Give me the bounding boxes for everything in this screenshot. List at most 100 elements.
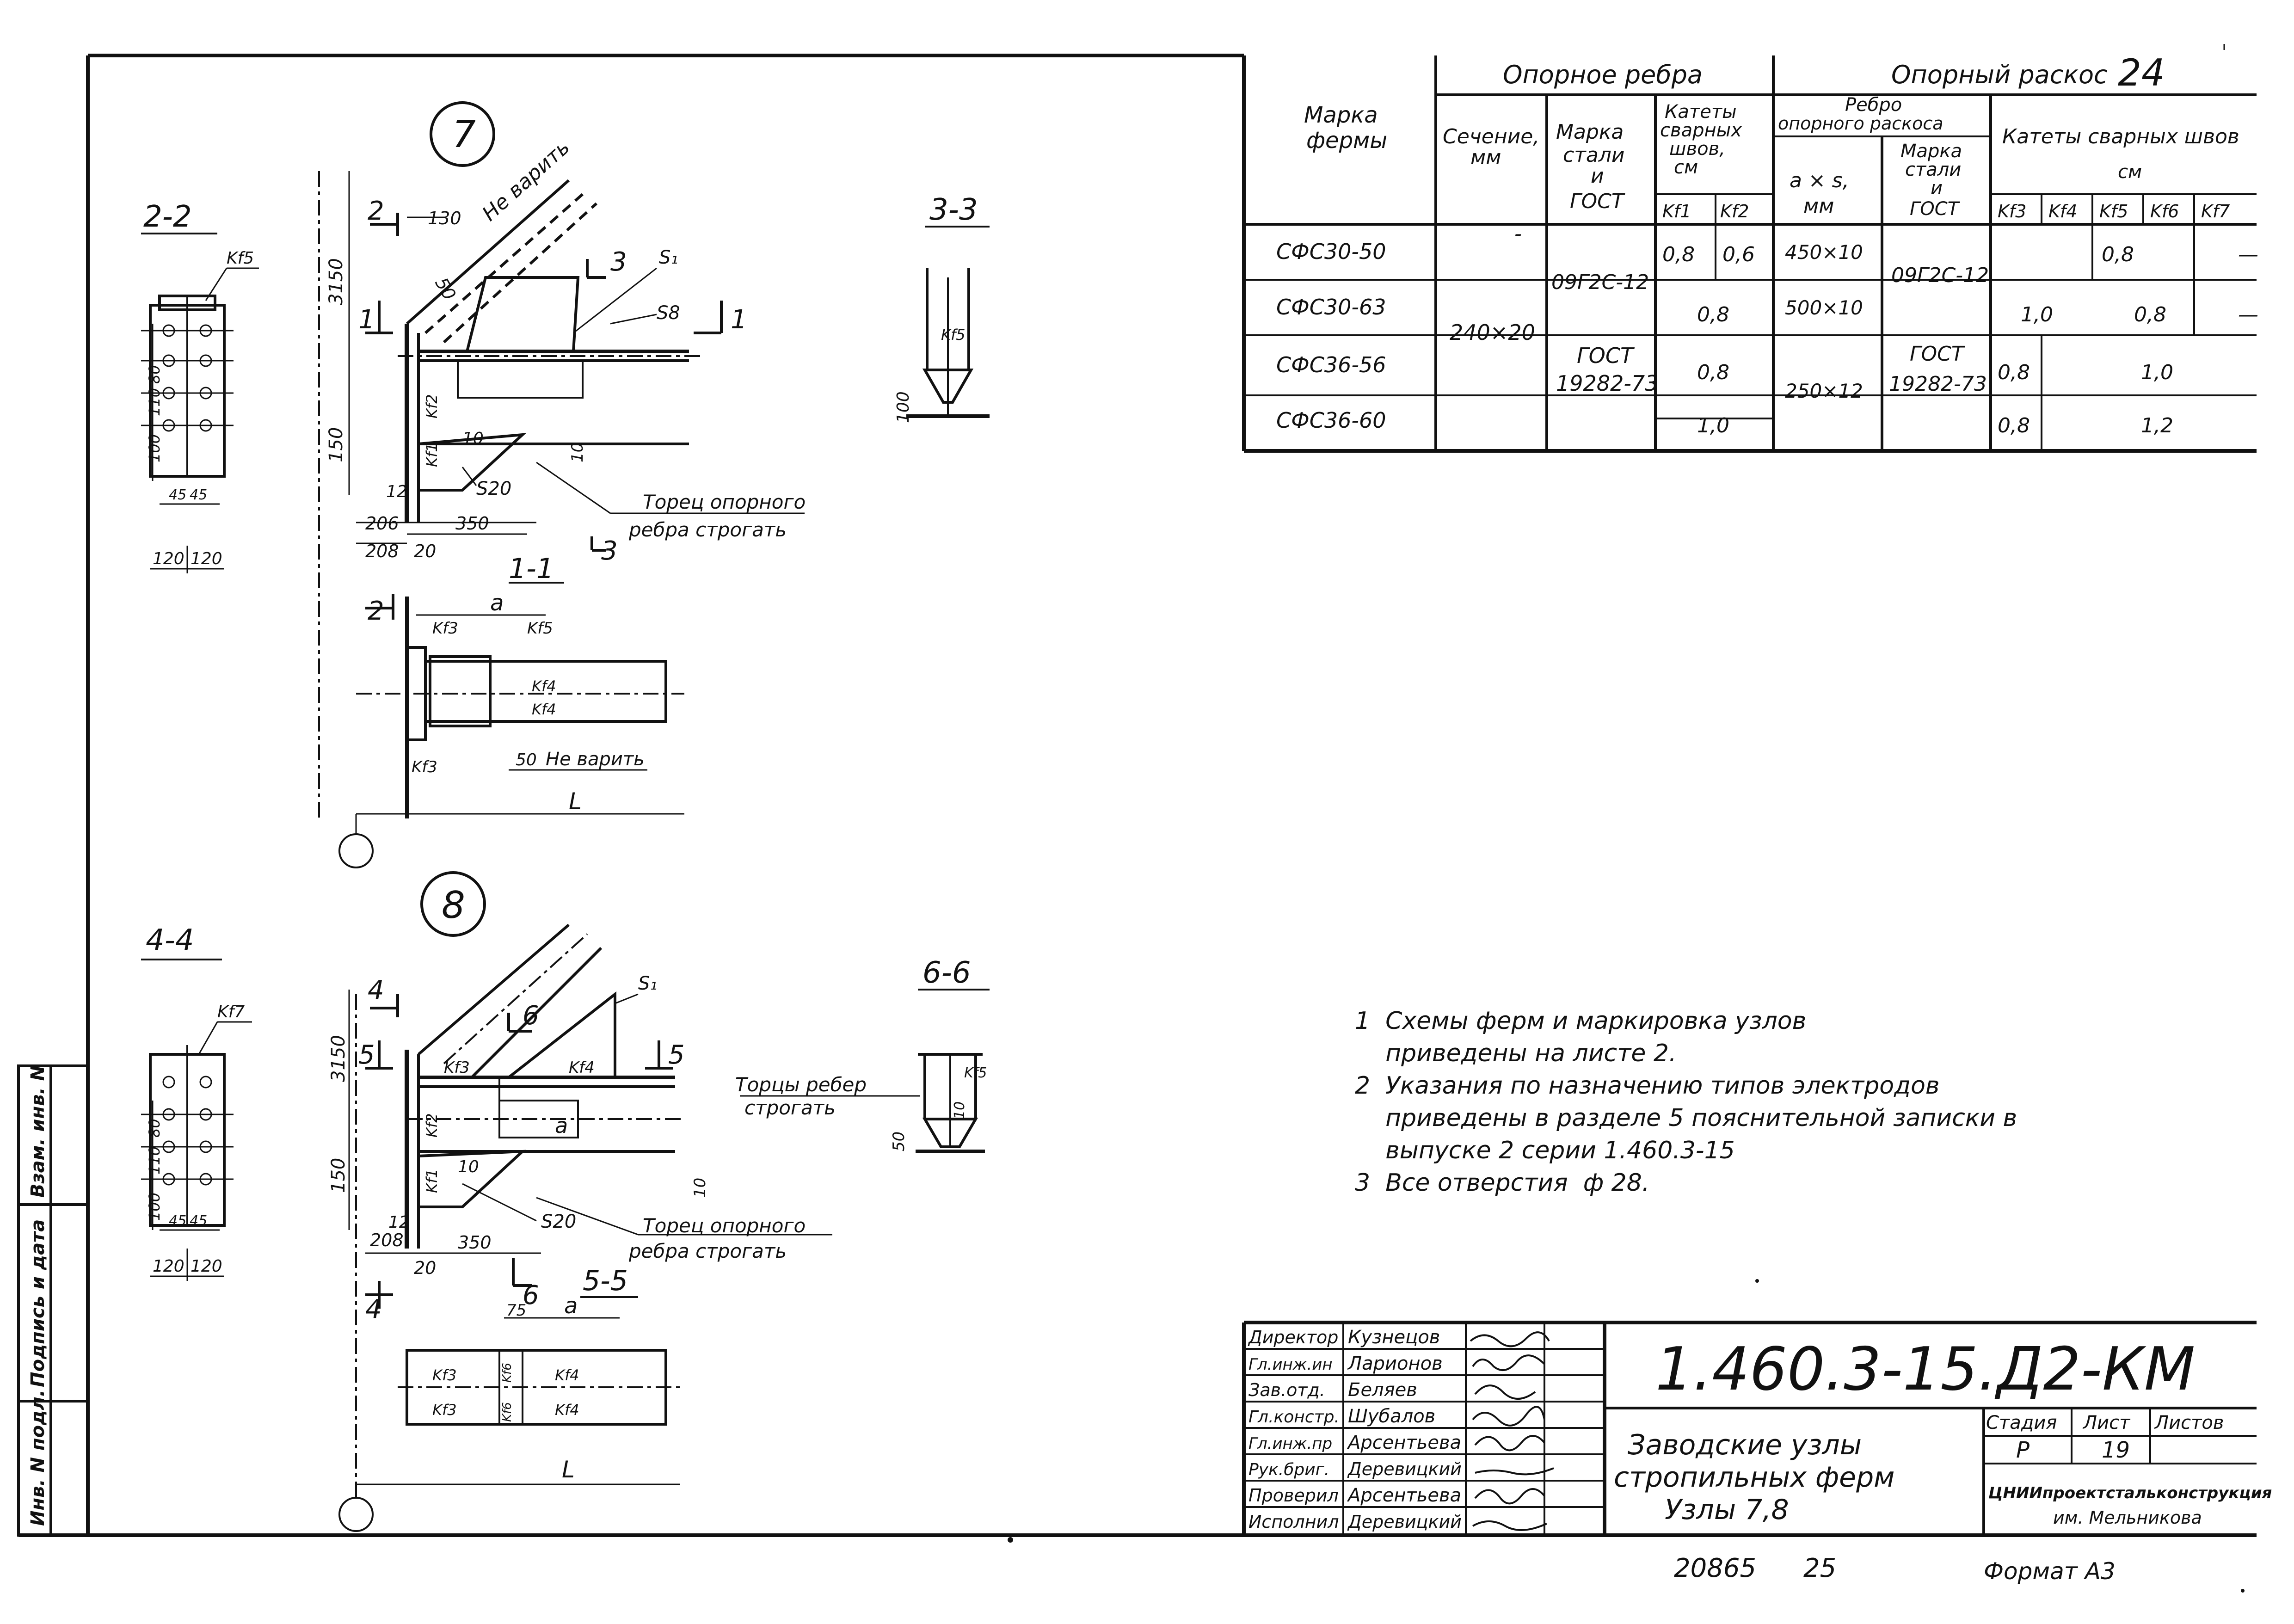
tbl-steel4-2: 19282-73 — [1889, 372, 1987, 396]
node-7-dim-10: 10 — [462, 429, 484, 448]
stamp-org-2: им. Мельникова — [2053, 1507, 2202, 1528]
note-line-2: приведены на листе 2. — [1355, 1040, 1677, 1067]
tbl-h-steel-1: Марка — [1556, 120, 1624, 144]
node-7-kf1: Kf1 — [423, 443, 441, 467]
node-8-a: a — [555, 1113, 568, 1138]
stamp-name-1: Кузнецов — [1348, 1327, 1440, 1348]
section-4-4: 4-4 100 110 80 Kf7 45 45 120 120 — [141, 923, 252, 1281]
tbl-row3-kf3: 0,8 — [1998, 361, 2030, 384]
stamp-signatures — [1470, 1331, 1554, 1531]
side-stamp: Инв. N подл. Подпись и дата Взам. инв. N — [17, 1064, 89, 1537]
tbl-steel3: 09Г2С-12 — [1891, 264, 1989, 287]
sec-11-dim50: 50 — [516, 750, 537, 769]
node-7-no-weld: Не варить — [478, 135, 574, 226]
node-7-kf2: Kf2 — [423, 394, 441, 418]
tbl-h-kf4: Kf4 — [2048, 201, 2077, 221]
sec-66-dim10: 10 — [952, 1101, 968, 1119]
stamp-title-2: стропильных ферм — [1614, 1461, 1894, 1494]
node-7-dim-150: 150 — [326, 427, 347, 462]
tbl-h-brace-rib-2: опорного раскоса — [1778, 113, 1943, 134]
node-7-mark-1a: 1 — [358, 305, 375, 335]
sec-11-kf4a: Kf4 — [532, 677, 556, 695]
stamp-name-5: Арсентьева — [1347, 1432, 1461, 1453]
stamp-h-sheets: Листов — [2154, 1412, 2224, 1433]
sec-22-kf5: Kf5 — [227, 249, 254, 268]
sec-55-kf3b: Kf3 — [432, 1401, 457, 1419]
tbl-h-kf3: Kf3 — [1998, 201, 2026, 221]
tbl-h-legs-1: Катеты — [1665, 101, 1737, 123]
sec-44-kf7: Kf7 — [217, 1003, 245, 1021]
stamp-role-4: Гл.констр. — [1248, 1408, 1340, 1427]
tbl-h-steel2-2: стали — [1905, 159, 1961, 180]
sec-44-dim-v3: 80 — [146, 1119, 163, 1138]
sec-55-L: L — [562, 1456, 575, 1483]
side-stamp-sign: Подпись и дата — [27, 1219, 49, 1387]
stamp-inv2: 25 — [1803, 1553, 1836, 1583]
sec-55-kf6b: Kf6 — [500, 1402, 514, 1422]
tbl-row3-kf12: 0,8 — [1697, 361, 1729, 384]
stamp-code: 1.460.3-15.Д2-КМ — [1655, 1335, 2195, 1404]
tbl-row1-mark: СФС30-50 — [1276, 239, 1386, 264]
tbl-h-section-1: Сечение, — [1443, 125, 1539, 148]
sec-55-kf4a: Kf4 — [555, 1366, 579, 1384]
sec-44-dim-v1: 100 — [146, 1193, 163, 1221]
note-line-3: 2 Указания по назначению типов электродо… — [1355, 1072, 1940, 1100]
tbl-row1-kf1: 0,8 — [1662, 243, 1695, 266]
node-8-mark-5b: 5 — [668, 1040, 685, 1070]
sec-11-kf5: Kf5 — [527, 619, 553, 638]
tbl-steel1: 09Г2С-12 — [1551, 271, 1649, 294]
node-7-s8: S8 — [657, 302, 680, 324]
tbl-row4-kf12: 1,0 — [1697, 414, 1729, 437]
sec-33-title: 3-3 — [929, 193, 978, 227]
stamp-name-2: Ларионов — [1347, 1353, 1443, 1374]
title-block: Директор Гл.инж.ин Зав.отд. Гл.констр. Г… — [1242, 1321, 2272, 1585]
sec-55-kf6a: Kf6 — [500, 1363, 514, 1383]
node-7-mark-3: 3 — [610, 247, 627, 277]
sec-66-dim50: 50 — [890, 1132, 908, 1151]
note-line-1: 1 Схемы ферм и маркировка узлов — [1355, 1007, 1806, 1035]
node-7-dim-350: 350 — [455, 513, 489, 534]
node-8-number: 8 — [442, 884, 465, 927]
node-7-dim-208: 208 — [365, 541, 399, 561]
node-8-kf2: Kf2 — [423, 1113, 441, 1138]
tbl-row2-mark: СФС30-63 — [1276, 295, 1386, 320]
sec-22-dim-b1: 120 — [153, 549, 185, 568]
node-7-s1: S₁ — [659, 247, 678, 268]
node-7-number: 7 — [452, 113, 476, 156]
node-8-dim-10b: 10 — [691, 1178, 709, 1198]
stamp-name-3: Беляев — [1348, 1379, 1417, 1401]
node-8-dim-10: 10 — [458, 1157, 479, 1176]
stamp-name-6: Деревицкий — [1347, 1459, 1462, 1479]
node-7-dim-130: 130 — [428, 208, 461, 228]
node-8-dim-12: 12 — [388, 1213, 410, 1232]
tbl-h-steel2-3: и — [1931, 178, 1943, 199]
stamp-role-5: Гл.инж.пр — [1248, 1434, 1332, 1453]
stamp-role-7: Проверил — [1248, 1485, 1339, 1506]
tbl-row1-last: — — [2238, 243, 2258, 266]
tbl-h-kf6: Kf6 — [2150, 201, 2179, 221]
sec-33-kf5: Kf5 — [941, 326, 966, 344]
sec-66-note-1: Торцы ребер — [735, 1073, 867, 1096]
tbl-h-legs2-1: Катеты сварных швов — [2002, 125, 2239, 148]
sec-22-dim-h2: 45 — [190, 487, 207, 503]
tbl-row2-last: — — [2238, 303, 2258, 326]
stamp-org-1: ЦНИИпроектстальконструкция — [1988, 1484, 2272, 1502]
side-stamp-inv: Инв. N подл. — [27, 1390, 49, 1526]
sec-44-dim-h1: 45 — [169, 1213, 186, 1229]
sec-44-dim-h2: 45 — [190, 1213, 207, 1229]
section-5-5: 5-5 75 a Kf3 Kf3 Kf4 Kf4 Kf6 Kf6 L — [338, 1265, 680, 1532]
tbl-steel2-2: 19282-73 — [1556, 371, 1658, 396]
sec-33-dim: 100 — [894, 391, 913, 423]
tbl-row2-kf3: 1,0 — [2021, 303, 2053, 326]
node-8-dim-3150: 3150 — [328, 1035, 349, 1082]
sec-11-mark-2: 2 — [368, 596, 384, 626]
stamp-name-8: Деревицкий — [1347, 1512, 1462, 1532]
notes-block: 1 Схемы ферм и маркировка узлов приведен… — [1355, 1007, 2017, 1197]
tbl-section-dash: - — [1514, 222, 1522, 246]
section-3-3: 3-3 Kf5 100 — [894, 193, 990, 423]
node-8-dim-350: 350 — [458, 1232, 492, 1253]
tbl-h-brace-note: 24 — [2118, 51, 2165, 94]
tbl-h-steel2-1: Марка — [1900, 141, 1962, 162]
stamp-name-7: Арсентьева — [1347, 1485, 1461, 1506]
node-8-kf1: Kf1 — [423, 1169, 441, 1193]
